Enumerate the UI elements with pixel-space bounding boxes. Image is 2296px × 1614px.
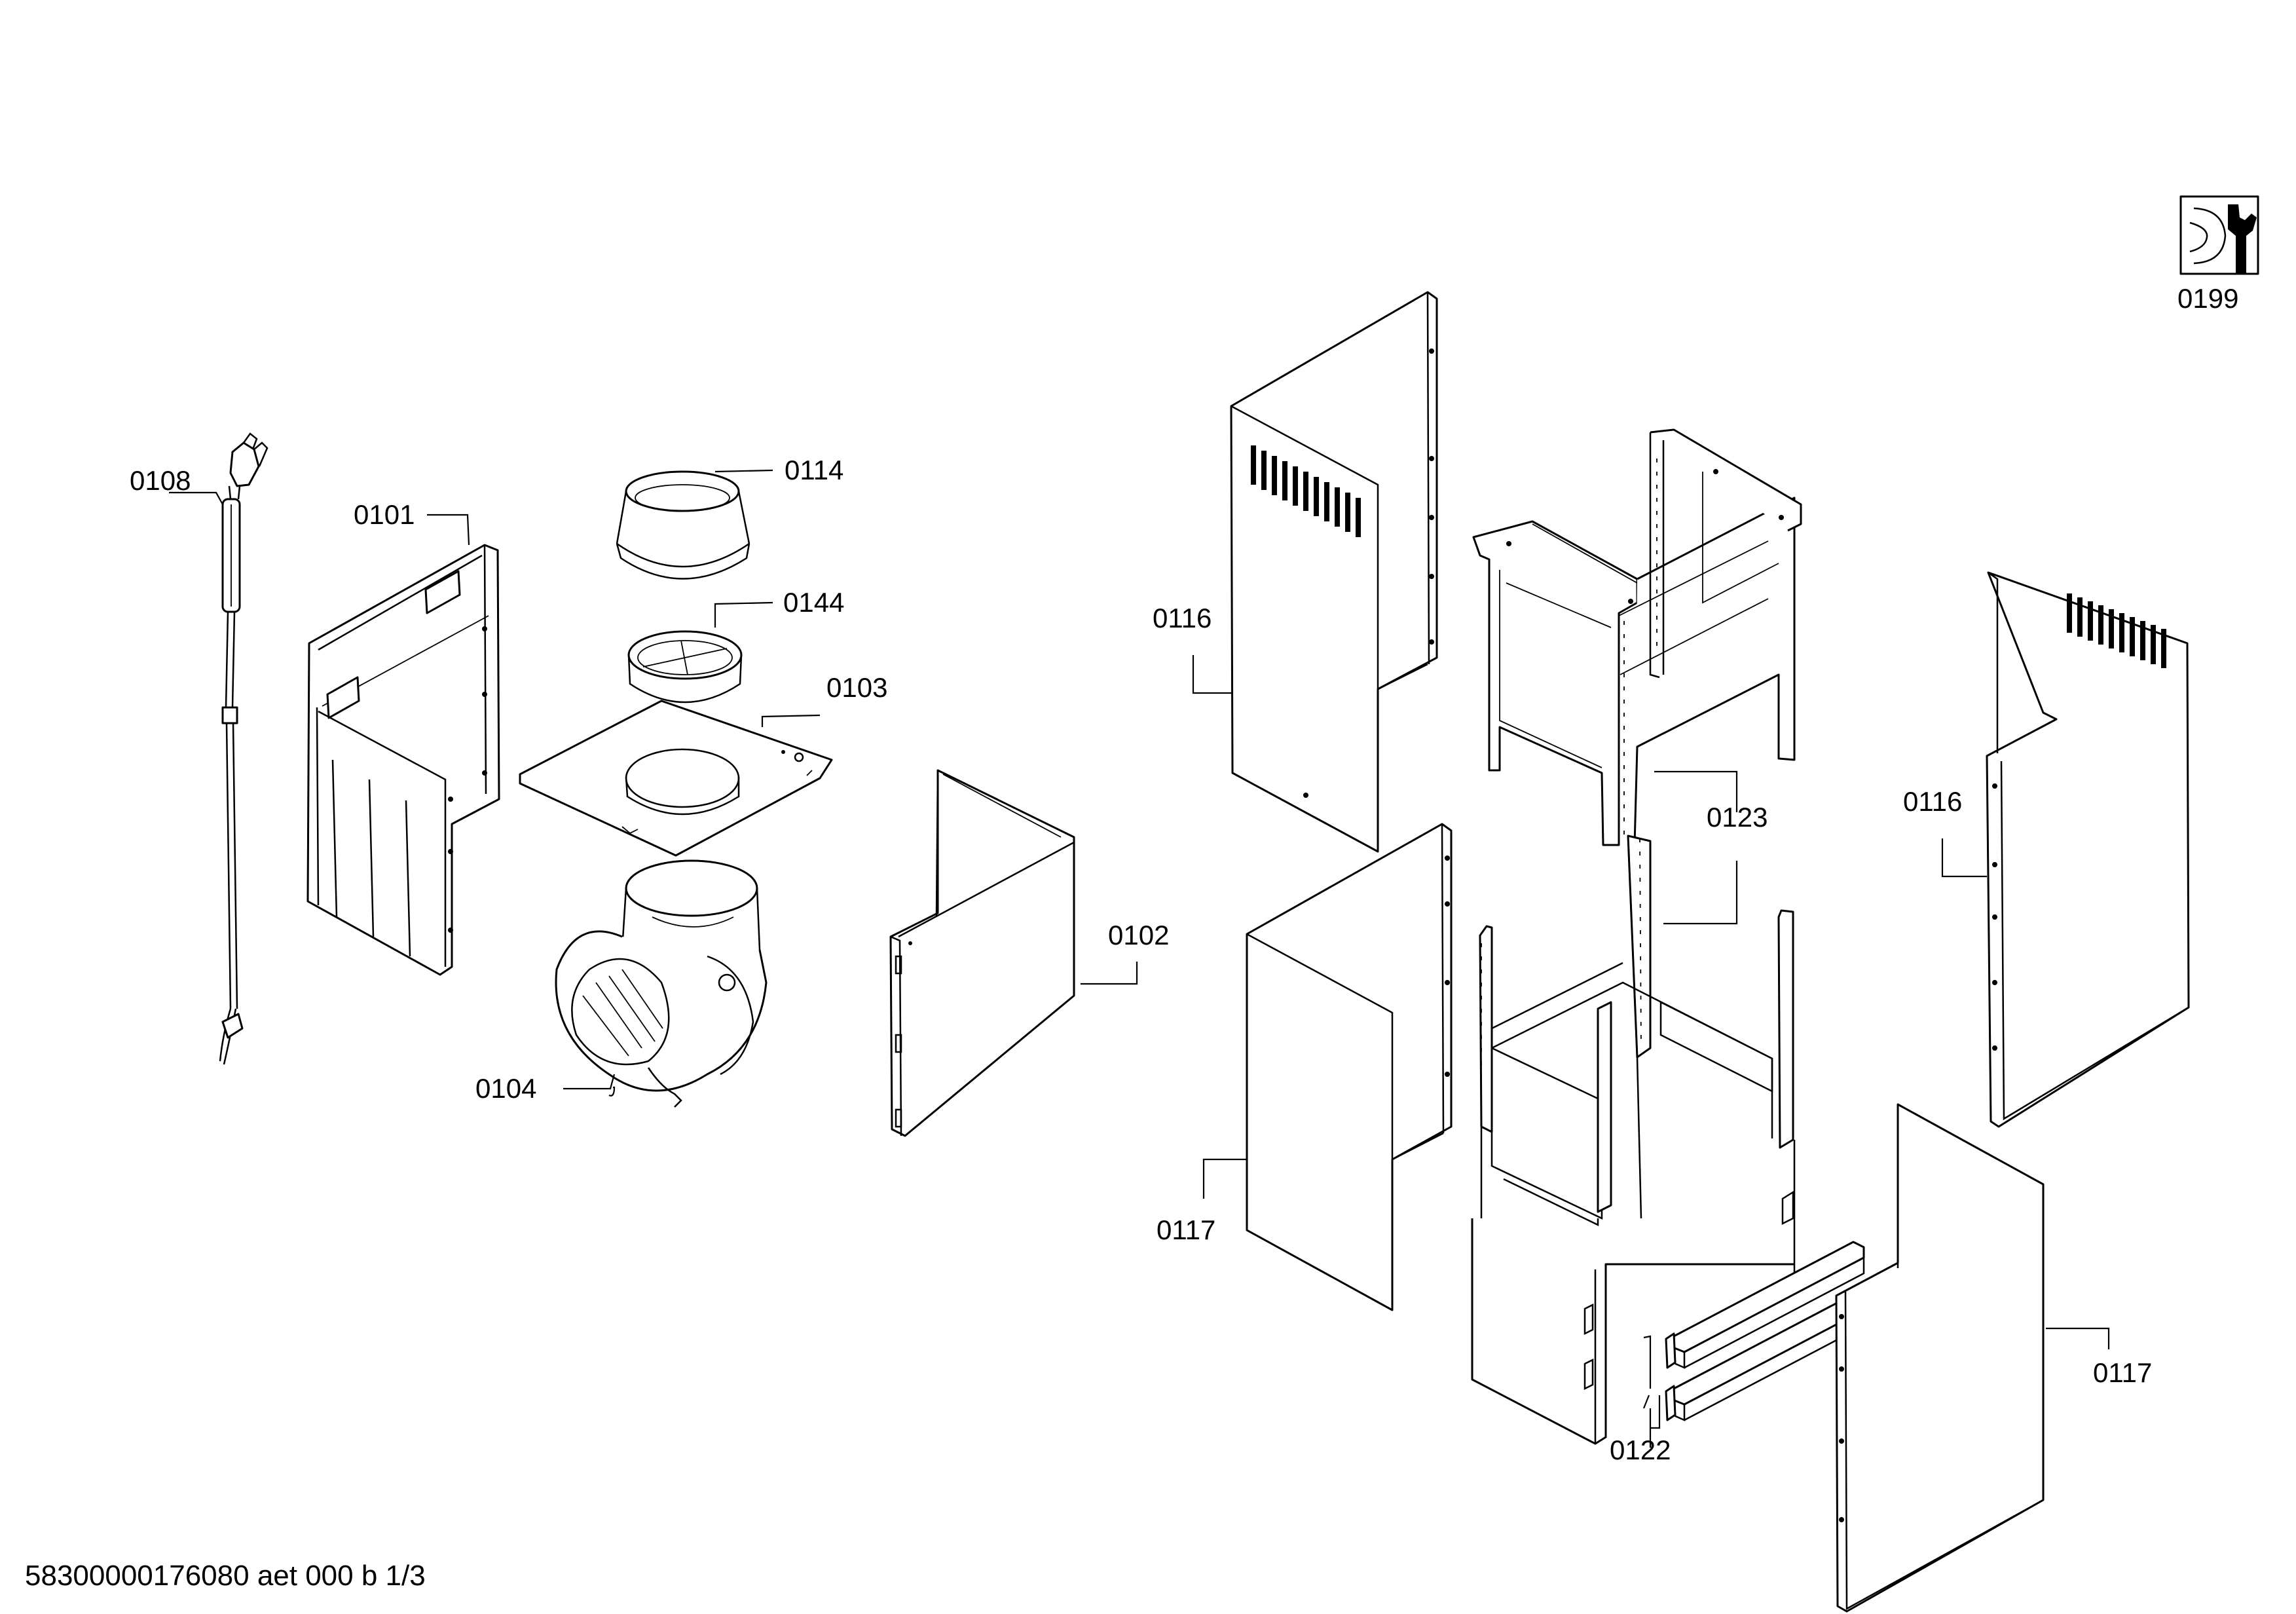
lower-chimney-frame [1471,835,1796,1445]
top-collar-ring [616,470,750,580]
lower-chimney-panel-right [1835,1103,2045,1613]
label-0103: 0103 [826,672,887,703]
label-0102: 0102 [1108,920,1169,950]
vent-slots-left [1251,445,1361,537]
bottom-rails [1665,1241,1865,1421]
lower-chimney-panel-left [1246,823,1453,1311]
label-0114: 0114 [785,455,843,485]
upper-chimney-panel-left [1230,291,1438,853]
base-plate [519,700,833,857]
label-0108: 0108 [130,465,191,496]
label-0123: 0123 [1707,802,1768,833]
label-0117-right: 0117 [2093,1357,2152,1388]
label-0116-right: 0116 [1903,786,1962,817]
wrench-tool-icon [2179,195,2259,275]
label-0116-left: 0116 [1153,603,1212,633]
blower-motor [555,859,768,1108]
label-0117-left: 0117 [1157,1214,1215,1245]
upper-chimney-panel-right [1986,571,2190,1128]
label-0104: 0104 [475,1073,536,1104]
label-0144: 0144 [783,587,844,618]
power-cord [219,432,268,1065]
label-0122: 0122 [1610,1435,1671,1465]
inner-cover-panel [889,769,1075,1137]
non-return-flap-ring [627,630,743,704]
back-bracket [306,544,500,976]
vent-slots-right [2067,593,2166,668]
upper-chimney-frame [1472,428,1802,846]
document-reference: 58300000176080 aet 000 b 1/3 [25,1560,426,1592]
label-0199: 0199 [2177,283,2238,314]
label-0101: 0101 [354,499,415,530]
